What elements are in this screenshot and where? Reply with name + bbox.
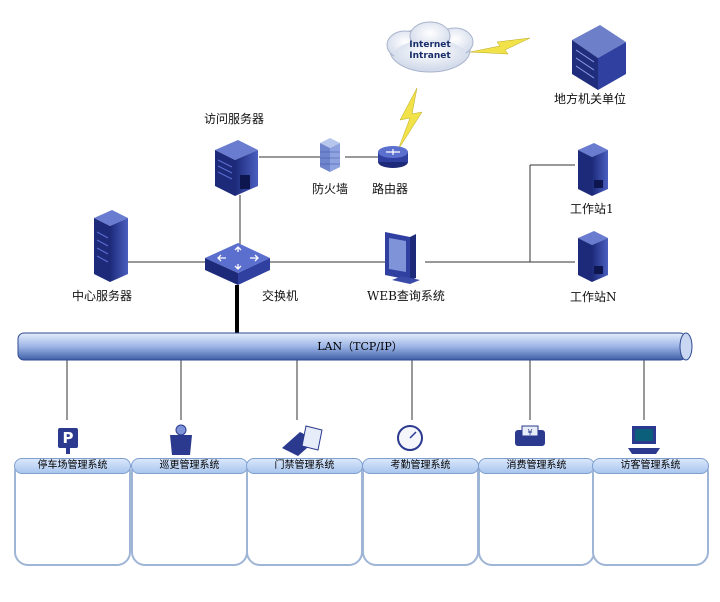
connection-lines <box>66 156 645 420</box>
access-server-label: 访问服务器 <box>204 112 265 126</box>
web-monitor-icon <box>385 232 420 284</box>
parking-icon: P <box>58 428 78 454</box>
cloud-icon <box>386 21 474 73</box>
cloud-line-2: Intranet <box>409 51 451 61</box>
switch-icon <box>205 243 270 285</box>
lan-bus <box>17 332 693 361</box>
lightning-icon <box>469 37 531 55</box>
router-label: 路由器 <box>372 182 409 196</box>
subsystem-box-consumption: 消费管理系统 <box>478 458 595 566</box>
access-server-icon <box>215 140 258 196</box>
cloud-line-1: Internet <box>409 40 451 50</box>
consumption-terminal-icon: ¥ <box>515 425 545 446</box>
workstation-n-icon <box>578 231 608 282</box>
subsystem-title: 巡更管理系统 <box>131 458 248 474</box>
svg-text:P: P <box>63 429 74 447</box>
patrol-icon <box>170 424 192 455</box>
web-query-label: WEB查询系统 <box>367 289 445 303</box>
center-server-label: 中心服务器 <box>72 289 133 303</box>
subsystem-title: 门禁管理系统 <box>246 458 363 474</box>
subsystem-title: 消费管理系统 <box>478 458 595 474</box>
subsystem-title: 停车场管理系统 <box>14 458 131 474</box>
workstation-n-label: 工作站N <box>570 290 617 304</box>
svg-text:¥: ¥ <box>527 428 532 437</box>
subsystem-box-access: 门禁管理系统 <box>246 458 363 566</box>
workstation-1-icon <box>578 143 608 196</box>
attendance-clock-icon <box>397 425 423 451</box>
lan-label: LAN（TCP/IP） <box>317 340 403 353</box>
remote-org-label: 地方机关单位 <box>554 92 627 106</box>
router-icon <box>378 146 408 168</box>
lightning-icon <box>397 87 423 151</box>
firewall-icon <box>320 138 340 172</box>
firewall-label: 防火墙 <box>312 182 349 196</box>
subsystem-title: 访客管理系统 <box>592 458 709 474</box>
cloud-label: Internet Intranet <box>405 40 455 62</box>
subsystem-box-visitor: 访客管理系统 <box>592 458 709 566</box>
workstation-1-label: 工作站1 <box>570 202 614 216</box>
subsystem-box-attendance: 考勤管理系统 <box>362 458 479 566</box>
subsystem-box-patrol: 巡更管理系统 <box>131 458 248 566</box>
subsystem-box-parking: 停车场管理系统 <box>14 458 131 566</box>
switch-label: 交换机 <box>262 289 299 303</box>
center-server-icon <box>94 210 128 282</box>
subsystem-title: 考勤管理系统 <box>362 458 479 474</box>
building-icon <box>572 25 626 90</box>
visitor-terminal-icon <box>628 426 660 454</box>
access-control-icon <box>282 425 323 456</box>
